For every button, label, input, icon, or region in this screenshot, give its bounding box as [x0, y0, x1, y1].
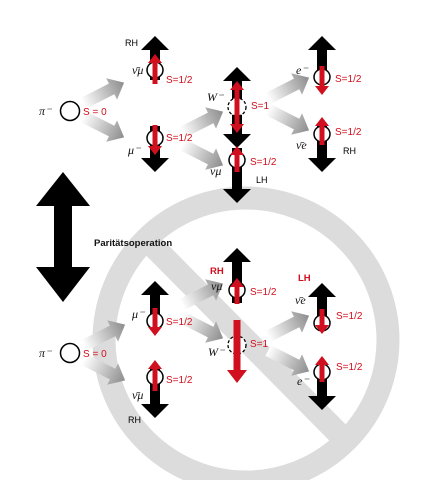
neutrino-bottom-icon [223, 248, 251, 304]
antineutrino-top-icon [141, 36, 169, 84]
neutrino-bottom-handedness: RH [210, 266, 224, 277]
electron-antineutrino-bottom-spin: S=1/2 [336, 311, 363, 322]
antineutrino-bottom-label: ν̄μ [132, 388, 143, 402]
pion-bottom-label: π⁻ [39, 346, 53, 360]
pion-bottom-spin: S = 0 [83, 349, 107, 360]
w-boson-bottom-icon [227, 320, 247, 383]
electron-bottom-icon [308, 356, 336, 410]
electron-bottom-spin: S=1/2 [336, 362, 363, 373]
neutrino-top-handedness: LH [256, 175, 268, 185]
electron-antineutrino-top-label: ν̄e [296, 138, 307, 152]
electron-top-icon [308, 36, 336, 95]
electron-bottom-label: e⁻ [297, 374, 310, 388]
parity-double-arrow [36, 172, 90, 302]
pion-top-label: π⁻ [39, 104, 53, 118]
muon-top-spin: S=1/2 [166, 133, 193, 144]
flow-arrows-bottom [81, 279, 310, 385]
antineutrino-bottom-handedness: RH [128, 415, 141, 425]
neutrino-top-label: νμ [210, 164, 221, 178]
electron-top-label: e⁻ [296, 63, 309, 77]
neutrino-top-spin: S=1/2 [250, 157, 277, 168]
electron-antineutrino-top-icon [308, 117, 336, 172]
muon-top-icon [141, 125, 169, 172]
pion-top-spin: S = 0 [83, 107, 107, 118]
electron-top-spin: S=1/2 [335, 74, 362, 85]
pion-top [59, 100, 81, 122]
w-boson-bottom-label: W⁻ [208, 345, 226, 359]
electron-antineutrino-bottom-handedness: LH [298, 273, 311, 284]
antineutrino-bottom-icon [141, 360, 169, 418]
muon-top-label: μ⁻ [127, 143, 142, 157]
electron-antineutrino-bottom-icon [308, 283, 336, 334]
muon-bottom-label: μ⁻ [131, 307, 146, 321]
antineutrino-top-label: ν̄μ [132, 63, 143, 77]
neutrino-top-icon [223, 146, 251, 203]
w-boson-top-label: W⁻ [207, 90, 225, 104]
w-boson-top-icon [223, 67, 251, 148]
antineutrino-bottom-spin: S=1/2 [166, 375, 193, 386]
antineutrino-top-spin: S=1/2 [166, 75, 193, 86]
muon-bottom-icon [141, 281, 169, 336]
flow-arrows-top [80, 73, 310, 170]
antineutrino-top-handedness: RH [125, 38, 138, 48]
neutrino-bottom-label: νμ [211, 279, 222, 293]
muon-bottom-spin: S=1/2 [166, 317, 193, 328]
pion-bottom [59, 342, 81, 364]
w-boson-top-spin: S=1 [251, 101, 270, 112]
electron-antineutrino-bottom-label: ν̄e [295, 293, 306, 307]
neutrino-bottom-spin: S=1/2 [250, 287, 277, 298]
electron-antineutrino-top-spin: S=1/2 [335, 127, 362, 138]
electron-antineutrino-top-handedness: RH [343, 146, 356, 156]
parity-operation-label: Paritätsoperation [94, 238, 172, 249]
w-boson-bottom-spin: S=1 [250, 339, 269, 350]
